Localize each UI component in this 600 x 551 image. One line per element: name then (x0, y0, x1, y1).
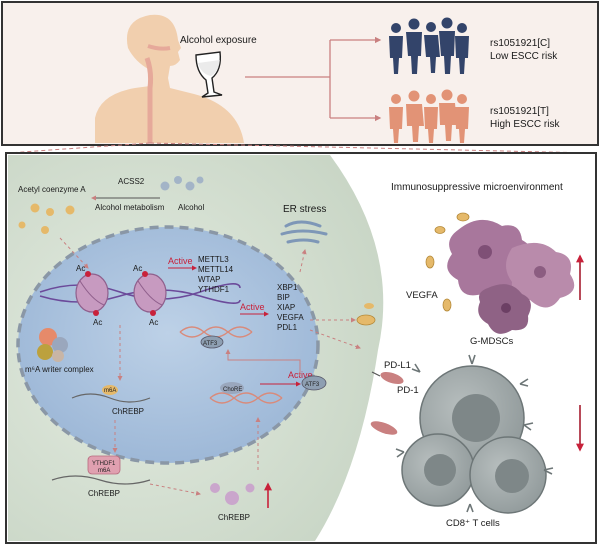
person-silhouette (95, 14, 244, 144)
dna-helix-2 (209, 392, 283, 404)
atf3-protein-1 (200, 335, 224, 349)
acetyl-coa-label: Acetyl coenzyme A (18, 185, 86, 194)
er-icon (280, 220, 328, 244)
oral-cavity-icon (147, 44, 171, 51)
alcohol-metabolism-label: Alcohol metabolism (95, 203, 165, 212)
chrebp-label-1: ChREBP (112, 407, 144, 416)
active-label-1: Active (168, 256, 193, 266)
t-cell-2-nucleus (424, 454, 456, 486)
chrebp-mrna-1 (71, 393, 151, 403)
genotype-branch-arrows (245, 36, 382, 122)
t-cell-1-nucleus (452, 394, 500, 442)
alcohol-label: Alcohol (178, 203, 204, 212)
ythdf1-protein (87, 455, 121, 475)
atf3-protein-2 (301, 375, 327, 391)
low-risk-population-icon (389, 17, 469, 74)
vegfa-molecules (425, 212, 470, 312)
writer-4: YTHDF1 (198, 285, 230, 294)
target-4: VEGFA (277, 313, 304, 322)
genotype-t-risk: High ESCC risk (490, 119, 560, 130)
genotype-t-allele: rs1051921[T] (490, 106, 549, 117)
g-mdsc-cells (447, 219, 575, 334)
er-stress-label: ER stress (283, 204, 326, 215)
chrebp-label-3: ChREBP (218, 513, 250, 522)
bottom-panel: Acetyl coenzyme A ACSS2 Alcohol metaboli… (5, 152, 597, 544)
esophagus-icon (144, 57, 154, 143)
target-1: XBP1 (277, 283, 298, 292)
acetyl-mark-icons (85, 271, 156, 316)
acetyl-to-histone-arrow (59, 237, 89, 269)
vegfa-dot-1 (356, 314, 376, 326)
zoom-guide-lines (7, 142, 593, 154)
genotype-c-allele: rs1051921[C] (490, 38, 550, 49)
t-cell-3-nucleus (495, 459, 529, 493)
writer-1: METTL3 (198, 255, 229, 264)
pd-l1-label: PD-L1 (384, 360, 411, 371)
ac-label-1: Ac (76, 264, 85, 273)
writer-2: METTL14 (198, 265, 234, 274)
vegfa-label: VEGFA (406, 290, 438, 301)
cd8-label: CD8⁺ T cells (446, 518, 500, 529)
chrebp-protein-icon (210, 483, 255, 505)
g-mdsc-label: G-MDSCs (470, 336, 514, 347)
target-2: BIP (277, 293, 290, 302)
to-er-stress-arrow (299, 249, 307, 273)
top-panel: Alcohol exposure rs1051921[C] Low ESCC r… (1, 1, 599, 146)
active-label-2: Active (240, 302, 265, 312)
genotype-c-risk: Low ESCC risk (490, 51, 558, 62)
ac-label-4: Ac (149, 318, 158, 327)
chrebp-label-2: ChREBP (88, 489, 120, 498)
pdl1-membrane-arrow (309, 329, 361, 349)
chrebp-mrna-2 (51, 475, 151, 485)
tcr-receptor-icons (395, 354, 554, 513)
m6a-writer-complex-icon (37, 328, 68, 362)
metabolite-dots (18, 176, 204, 234)
chore-label: ChoRE (223, 387, 242, 393)
target-5: PDL1 (277, 323, 298, 332)
ac-label-3: Ac (133, 264, 142, 273)
ythdf1-label: YTHDF1 (92, 461, 116, 467)
ac-label-2: Ac (93, 318, 102, 327)
atf3-label-1: ATF3 (203, 341, 218, 347)
acss2-label: ACSS2 (118, 177, 145, 186)
vegfa-dot-2 (364, 303, 374, 309)
atf3-label-2: ATF3 (305, 382, 320, 388)
nucleosome-1 (75, 273, 109, 313)
nucleosome-2 (133, 273, 167, 313)
m6a-label-1: m6A (104, 388, 116, 394)
cd8-t-cells (395, 354, 554, 514)
pdl1-pd1-interaction-icon (370, 371, 404, 435)
atf3-feedback-arrow (225, 349, 301, 376)
writer-3: WTAP (198, 275, 221, 284)
target-3: XIAP (277, 303, 295, 312)
translation-arrow (149, 483, 201, 496)
wine-glass-icon (195, 51, 223, 98)
alcohol-exposure-label: Alcohol exposure (180, 35, 257, 46)
m6a-label-2: m6A (98, 468, 110, 474)
writer-complex-label: m⁶A writer complex (25, 365, 94, 374)
microenvironment-title: Immunosuppressive microenvironment (391, 182, 563, 193)
person-body (95, 14, 244, 144)
chore-element (220, 382, 244, 394)
m6a-mark-1 (102, 385, 118, 395)
high-risk-population-icon (389, 89, 469, 143)
pd-1-label: PD-1 (397, 385, 419, 396)
